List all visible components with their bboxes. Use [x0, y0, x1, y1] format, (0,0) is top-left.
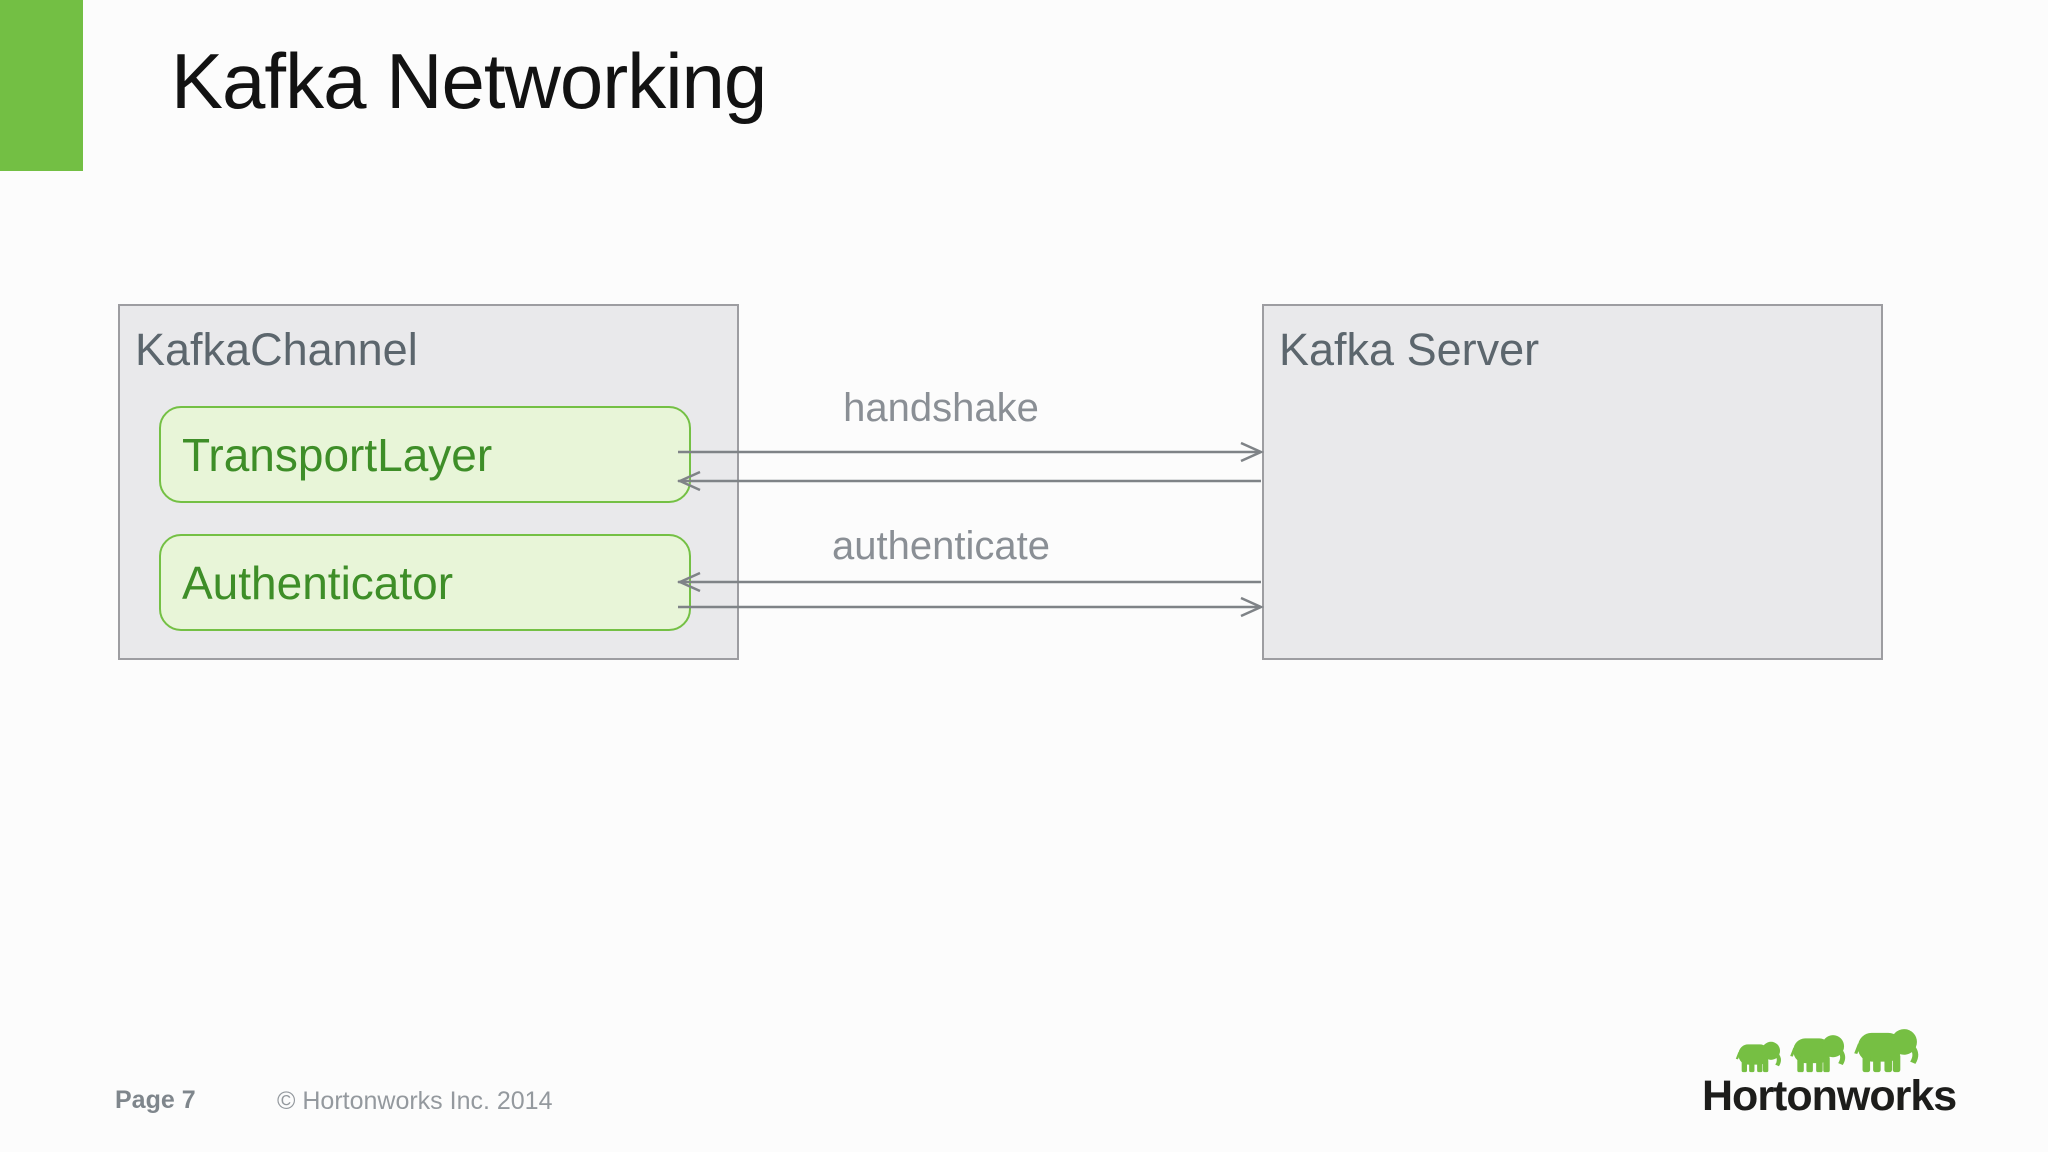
kafka-channel-title: KafkaChannel — [135, 324, 418, 375]
elephants-icon — [1735, 1029, 1919, 1073]
kafka-server-title: Kafka Server — [1279, 324, 1540, 375]
kafka-channel-box: KafkaChannel TransportLayer Authenticato… — [118, 304, 739, 660]
page-title: Kafka Networking — [171, 37, 767, 125]
authenticator-box: Authenticator — [159, 534, 691, 631]
transport-layer-box: TransportLayer — [159, 406, 691, 503]
transport-layer-label: TransportLayer — [182, 428, 493, 481]
handshake-label: handshake — [843, 386, 1039, 430]
copyright-text: © Hortonworks Inc. 2014 — [277, 1087, 553, 1115]
page-number: Page 7 — [115, 1086, 196, 1114]
logo-text: Hortonworks — [1702, 1072, 1957, 1120]
kafka-server-box: Kafka Server — [1262, 304, 1883, 660]
hortonworks-logo: Hortonworks — [1702, 1014, 1957, 1121]
accent-bar — [0, 0, 83, 171]
authenticate-label: authenticate — [832, 524, 1050, 568]
authenticator-label: Authenticator — [182, 556, 454, 609]
